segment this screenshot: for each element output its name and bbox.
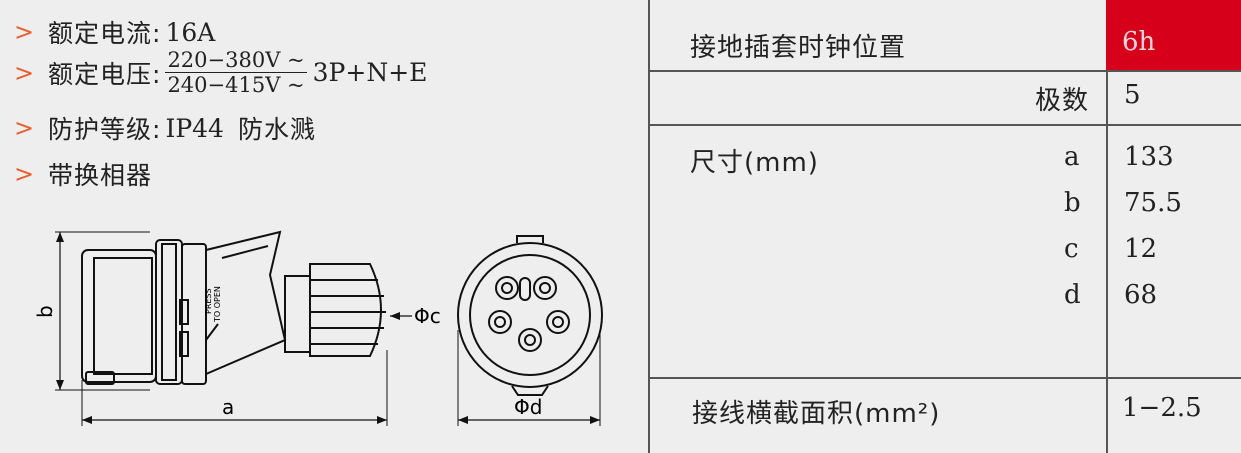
- poles-value: 5: [1124, 80, 1141, 110]
- size-value-b: 75.5: [1124, 188, 1182, 218]
- dim-a-label: a: [222, 395, 234, 419]
- voltage-denominator: 240−415V ~: [167, 73, 305, 97]
- spec-value: IP44: [165, 113, 224, 143]
- size-value-c: 12: [1124, 234, 1158, 264]
- size-label: 尺寸(mm): [690, 148, 819, 178]
- bullet-marker: >: [14, 114, 35, 142]
- earth-value: 6h: [1122, 27, 1156, 57]
- wire-label: 接线横截面积(mm²): [692, 399, 941, 429]
- spec-label: 防护等级:: [48, 115, 162, 144]
- dim-b-label: b: [33, 305, 57, 318]
- spec-label: 额定电压:: [48, 59, 162, 89]
- press-text-1: PRESS: [204, 288, 213, 314]
- voltage-fraction: 220−380V ~ 240−415V ~: [165, 48, 307, 97]
- bullet-marker: >: [14, 160, 35, 188]
- spec-extra: 防水溅: [237, 115, 316, 144]
- size-value-a: 133: [1124, 142, 1174, 172]
- spec-voltage: > 额定电压: 220−380V ~ 240−415V ~ 3P+N+E: [14, 48, 427, 97]
- size-key-a: a: [1064, 142, 1080, 172]
- dim-c-label: Φc: [414, 304, 441, 328]
- dim-d-label: Φd: [514, 395, 542, 419]
- earth-label: 接地插套时钟位置: [690, 33, 907, 63]
- size-key-d: d: [1064, 280, 1081, 310]
- earth-value-highlight: [1106, 0, 1241, 70]
- size-value-d: 68: [1124, 280, 1158, 310]
- poles-label: 极数: [1034, 86, 1089, 116]
- spec-label: 额定电流:: [48, 19, 162, 48]
- spec-label: 带换相器: [48, 161, 153, 190]
- spec-suffix: 3P+N+E: [312, 58, 428, 87]
- press-text-2: TO OPEN: [213, 286, 222, 323]
- spec-table: 接地插套时钟位置 6h 极数 5 尺寸(mm) a 133 b 75.5 c 1…: [648, 0, 1241, 453]
- spec-value: 16A: [165, 17, 216, 47]
- bullet-marker: >: [14, 18, 35, 46]
- voltage-numerator: 220−380V ~: [165, 48, 307, 73]
- size-key-b: b: [1064, 188, 1081, 218]
- spec-current: > 额定电流: 16A: [14, 14, 215, 50]
- bullet-marker: >: [14, 58, 35, 87]
- size-key-c: c: [1064, 234, 1079, 264]
- spec-phase-inverter: > 带换相器: [14, 156, 152, 192]
- spec-protection: > 防护等级: IP44 防水溅: [14, 110, 316, 146]
- wire-value: 1−2.5: [1122, 393, 1202, 423]
- connector-drawing: PRESS TO OPEN b a Φc Φd: [33, 230, 603, 426]
